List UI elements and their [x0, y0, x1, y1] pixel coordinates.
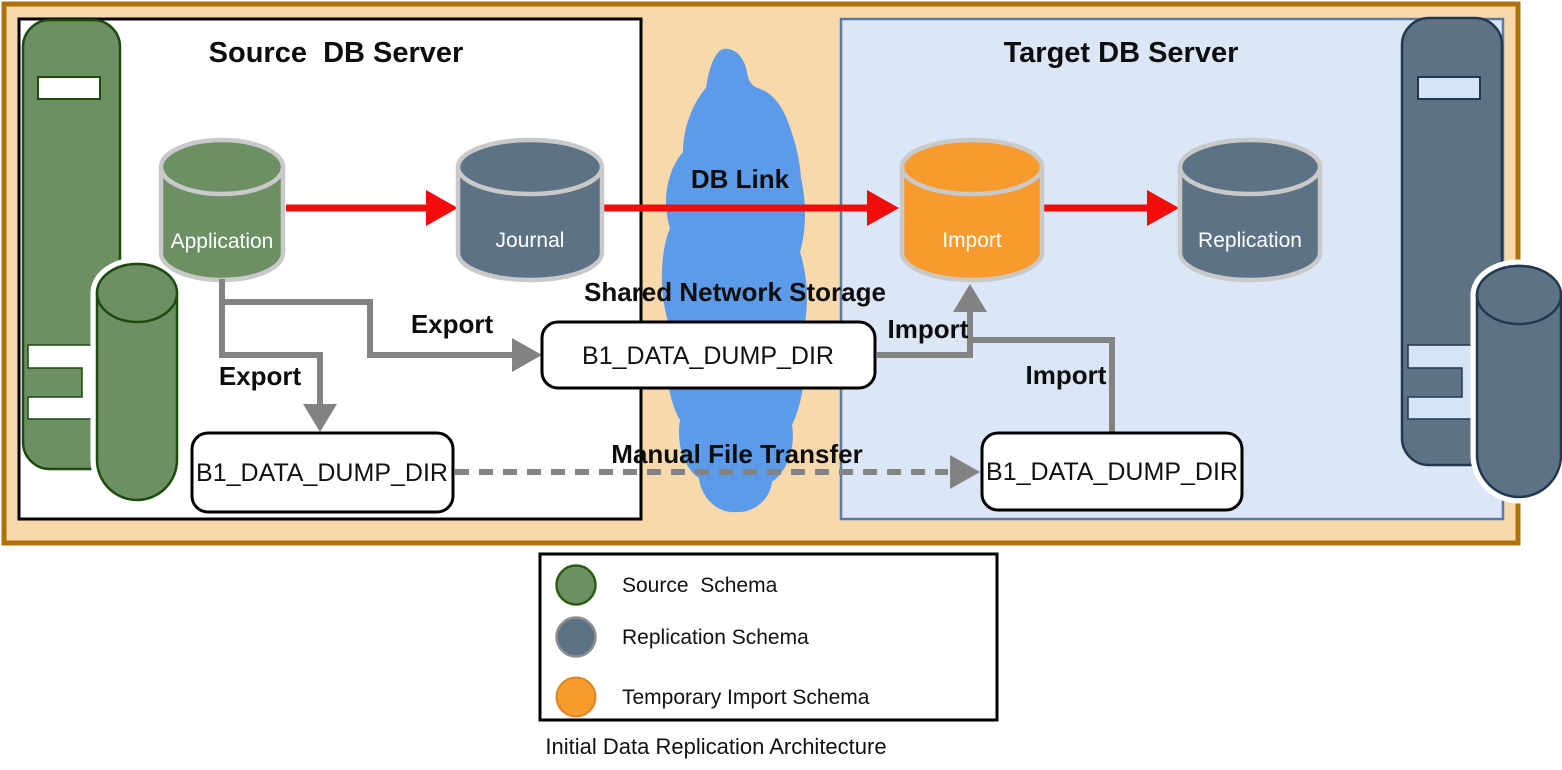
- replication-database-cylinder: Replication: [1177, 137, 1323, 283]
- import-label-1: Import: [888, 314, 969, 344]
- application-database-cylinder: Application: [158, 137, 286, 283]
- legend: Source Schema Replication Schema Tempora…: [538, 552, 999, 722]
- red-flow-arrows: [286, 190, 1179, 226]
- cloud-icon: [661, 48, 807, 513]
- shared-dump-dir-label: B1_DATA_DUMP_DIR: [582, 342, 834, 370]
- legend-label-import-schema: Temporary Import Schema: [622, 686, 870, 709]
- source-dump-dir-box: B1_DATA_DUMP_DIR: [190, 431, 455, 514]
- diagram-caption: Initial Data Replication Architecture: [545, 734, 886, 759]
- manual-file-transfer-label: Manual File Transfer: [611, 439, 862, 469]
- import-label-2: Import: [1026, 360, 1107, 390]
- target-dump-dir-label: B1_DATA_DUMP_DIR: [986, 458, 1238, 486]
- export-connectors: [219, 279, 542, 432]
- target-server-tower-icon: [1400, 16, 1562, 504]
- source-dump-dir-label: B1_DATA_DUMP_DIR: [196, 459, 448, 487]
- target-dump-dir-box: B1_DATA_DUMP_DIR: [980, 431, 1244, 512]
- legend-swatch-import-schema: [555, 676, 597, 718]
- legend-label-replication-schema: Replication Schema: [622, 626, 809, 649]
- journal-database-cylinder: Journal: [455, 137, 605, 283]
- shared-dump-dir-box: B1_DATA_DUMP_DIR: [540, 320, 877, 390]
- target-server-title: Target DB Server: [1004, 37, 1239, 69]
- import-db-label: Import: [942, 229, 1002, 252]
- shared-network-storage-label: Shared Network Storage: [584, 277, 886, 307]
- application-db-label: Application: [171, 230, 274, 253]
- replication-db-label: Replication: [1198, 229, 1302, 252]
- legend-swatch-replication-schema: [555, 616, 597, 658]
- legend-box: [538, 552, 999, 722]
- legend-label-source-schema: Source Schema: [622, 574, 778, 597]
- source-server-tower-icon: [21, 18, 184, 507]
- manual-transfer-connector: [455, 455, 980, 489]
- export-label-2: Export: [219, 361, 302, 391]
- import-database-cylinder: Import: [899, 137, 1045, 283]
- source-server-title: Source DB Server: [209, 37, 464, 69]
- export-label-1: Export: [411, 309, 494, 339]
- import-connectors: [877, 284, 1115, 433]
- db-link-label: DB Link: [691, 164, 790, 194]
- journal-db-label: Journal: [496, 229, 565, 252]
- legend-swatch-source-schema: [555, 564, 597, 606]
